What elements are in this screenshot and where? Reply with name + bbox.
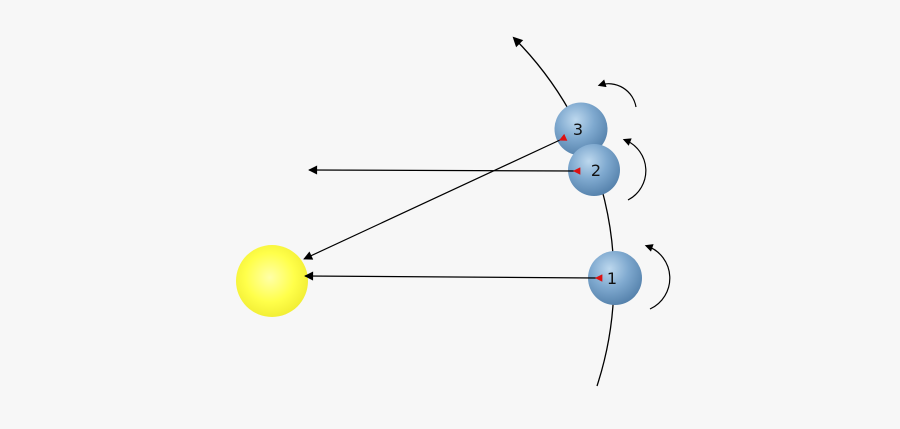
sun (236, 245, 308, 317)
earth-position-2-sphere (568, 144, 620, 196)
rotation-arrow-position-3 (597, 79, 637, 108)
sight-lines (303, 133, 603, 282)
orbit-path (512, 36, 615, 387)
sight-line-position-3-to-sun (303, 133, 568, 260)
earth-position-2-label: 2 (591, 161, 601, 180)
earth-position-1-sphere (588, 251, 642, 305)
earth-position-1-label: 1 (607, 269, 617, 288)
earth-position-3-sphere (554, 102, 608, 156)
rotation-arrows (597, 79, 671, 310)
sight-line-position-1-to-sun (304, 271, 603, 282)
rotation-arrow-position-1 (644, 244, 671, 310)
rotation-arrow-position-2 (622, 138, 647, 201)
earth-position-3-label: 3 (573, 120, 583, 139)
